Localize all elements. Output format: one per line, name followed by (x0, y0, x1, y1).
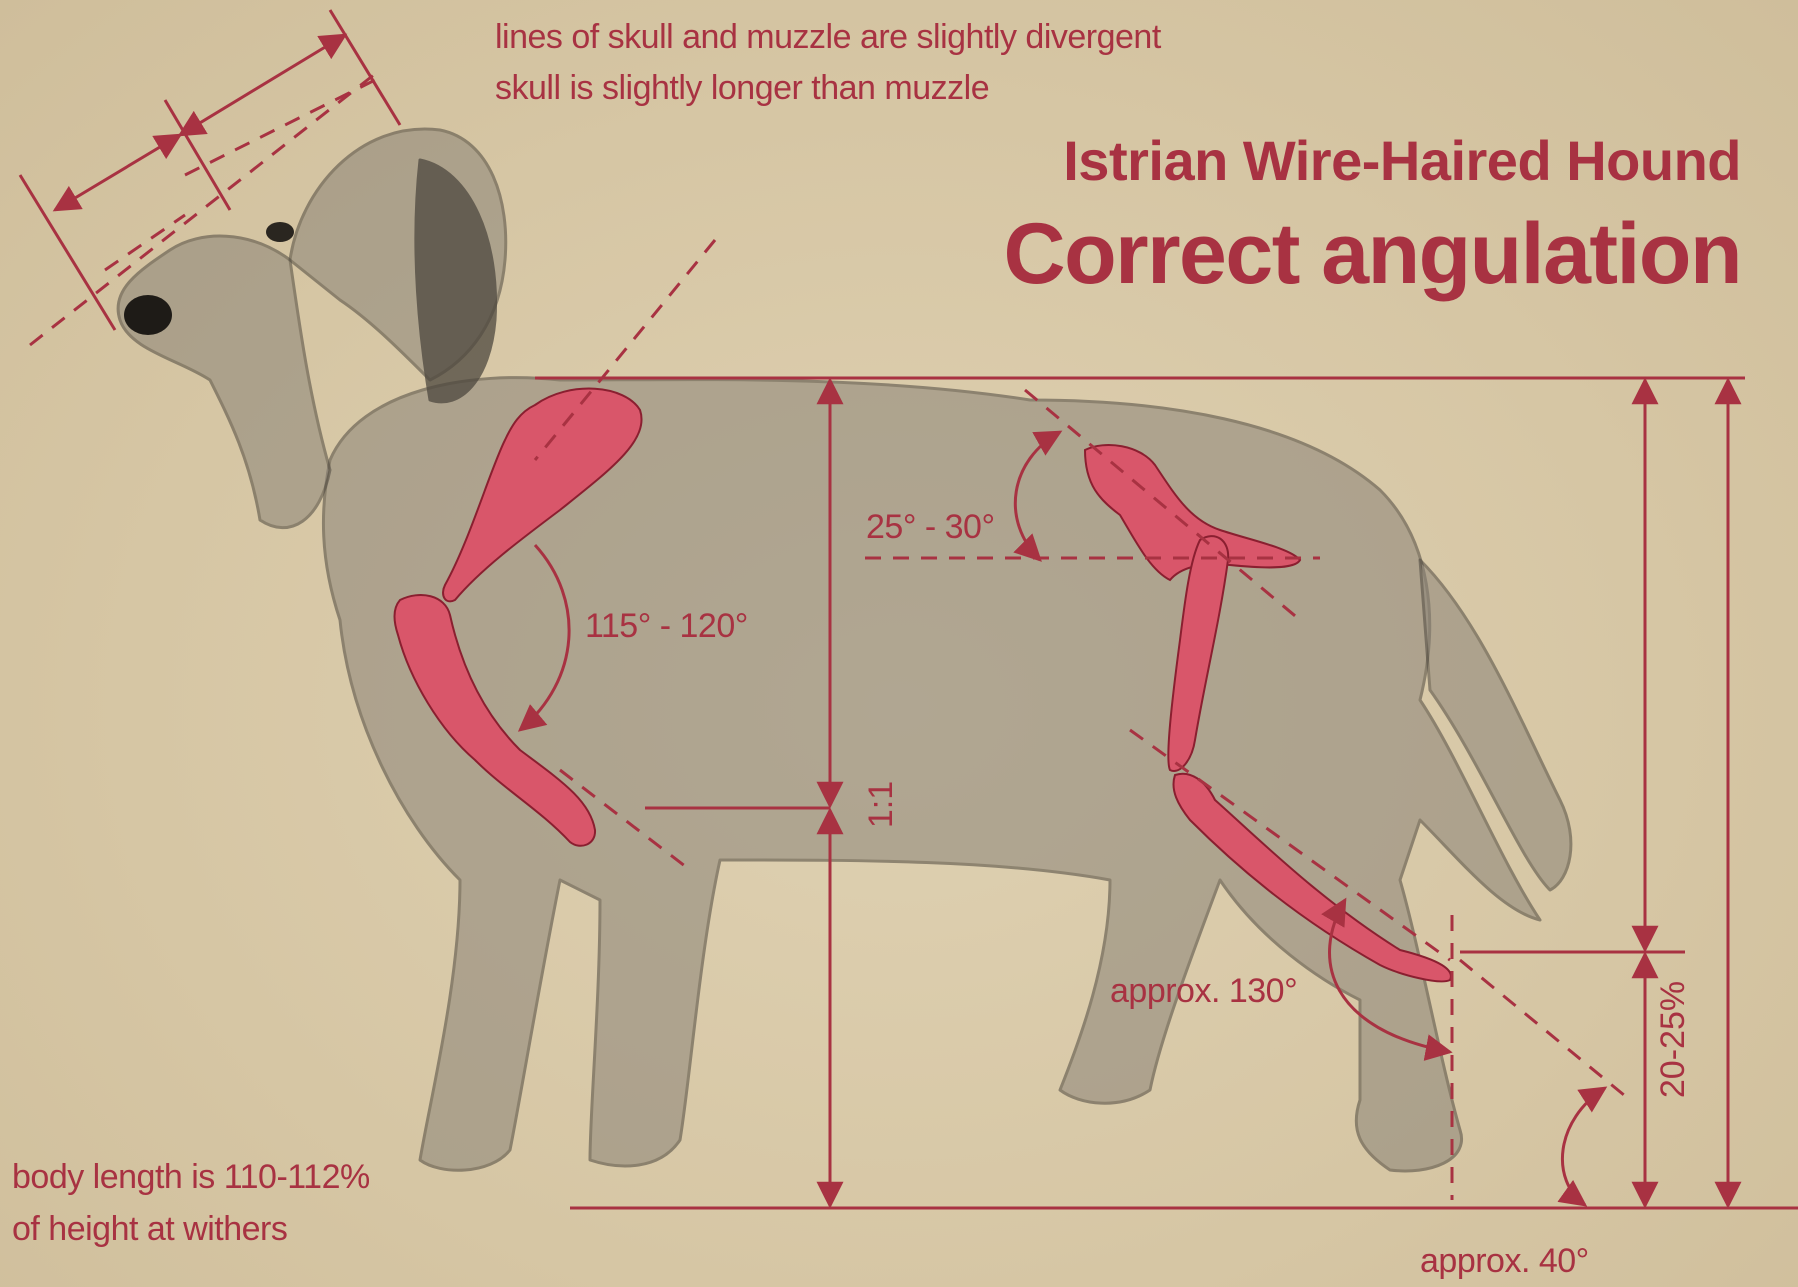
diagram-subtitle: Correct angulation (1003, 205, 1741, 304)
head-note-line1: lines of skull and muzzle are slightly d… (495, 18, 1161, 57)
head-note-line2: skull is slightly longer than muzzle (495, 69, 989, 108)
hock-angle-label: approx. 130° (1110, 972, 1297, 1011)
shoulder-angle-label: 25° - 30° (866, 508, 995, 547)
pastern-angle-label: approx. 40° (1420, 1242, 1589, 1281)
ratio-label: 1:1 (862, 781, 901, 828)
body-note-line1: body length is 110-112% (12, 1158, 370, 1197)
shoulder-upperarm-angle-label: 115° - 120° (585, 607, 748, 646)
diagram-title: Istrian Wire-Haired Hound (1063, 128, 1741, 193)
hock-height-label: 20-25% (1654, 981, 1693, 1098)
body-note-line2: of height at withers (12, 1210, 287, 1249)
